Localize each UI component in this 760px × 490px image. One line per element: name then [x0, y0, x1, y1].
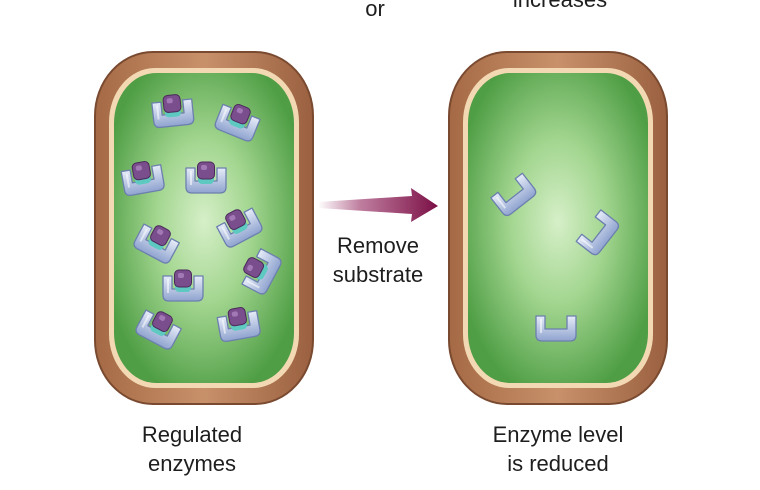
left-cytoplasm [114, 73, 294, 383]
transition-arrow [318, 188, 438, 222]
left-cell [94, 51, 314, 405]
arrow-label: Remove substrate [312, 231, 444, 289]
top-right-text-fragment: increases [470, 0, 650, 14]
right-cytoplasm [468, 73, 648, 383]
arrow-label-line2: substrate [332, 262, 424, 287]
top-right-fragment-text: increases [470, 0, 650, 14]
left-caption-line2: enzymes [147, 451, 237, 476]
right-caption-line1: Enzyme level [492, 422, 624, 447]
arrow-label-line1: Remove [337, 233, 419, 258]
left-caption-line1: Regulated [141, 422, 243, 447]
top-left-text-fragment: or [330, 0, 420, 23]
top-left-fragment-text: or [365, 0, 385, 21]
right-cell-caption: Enzyme level is reduced [448, 420, 668, 478]
right-cell [448, 51, 668, 405]
left-cell-caption: Regulated enzymes [92, 420, 292, 478]
right-caption-line2: is reduced [507, 451, 609, 476]
